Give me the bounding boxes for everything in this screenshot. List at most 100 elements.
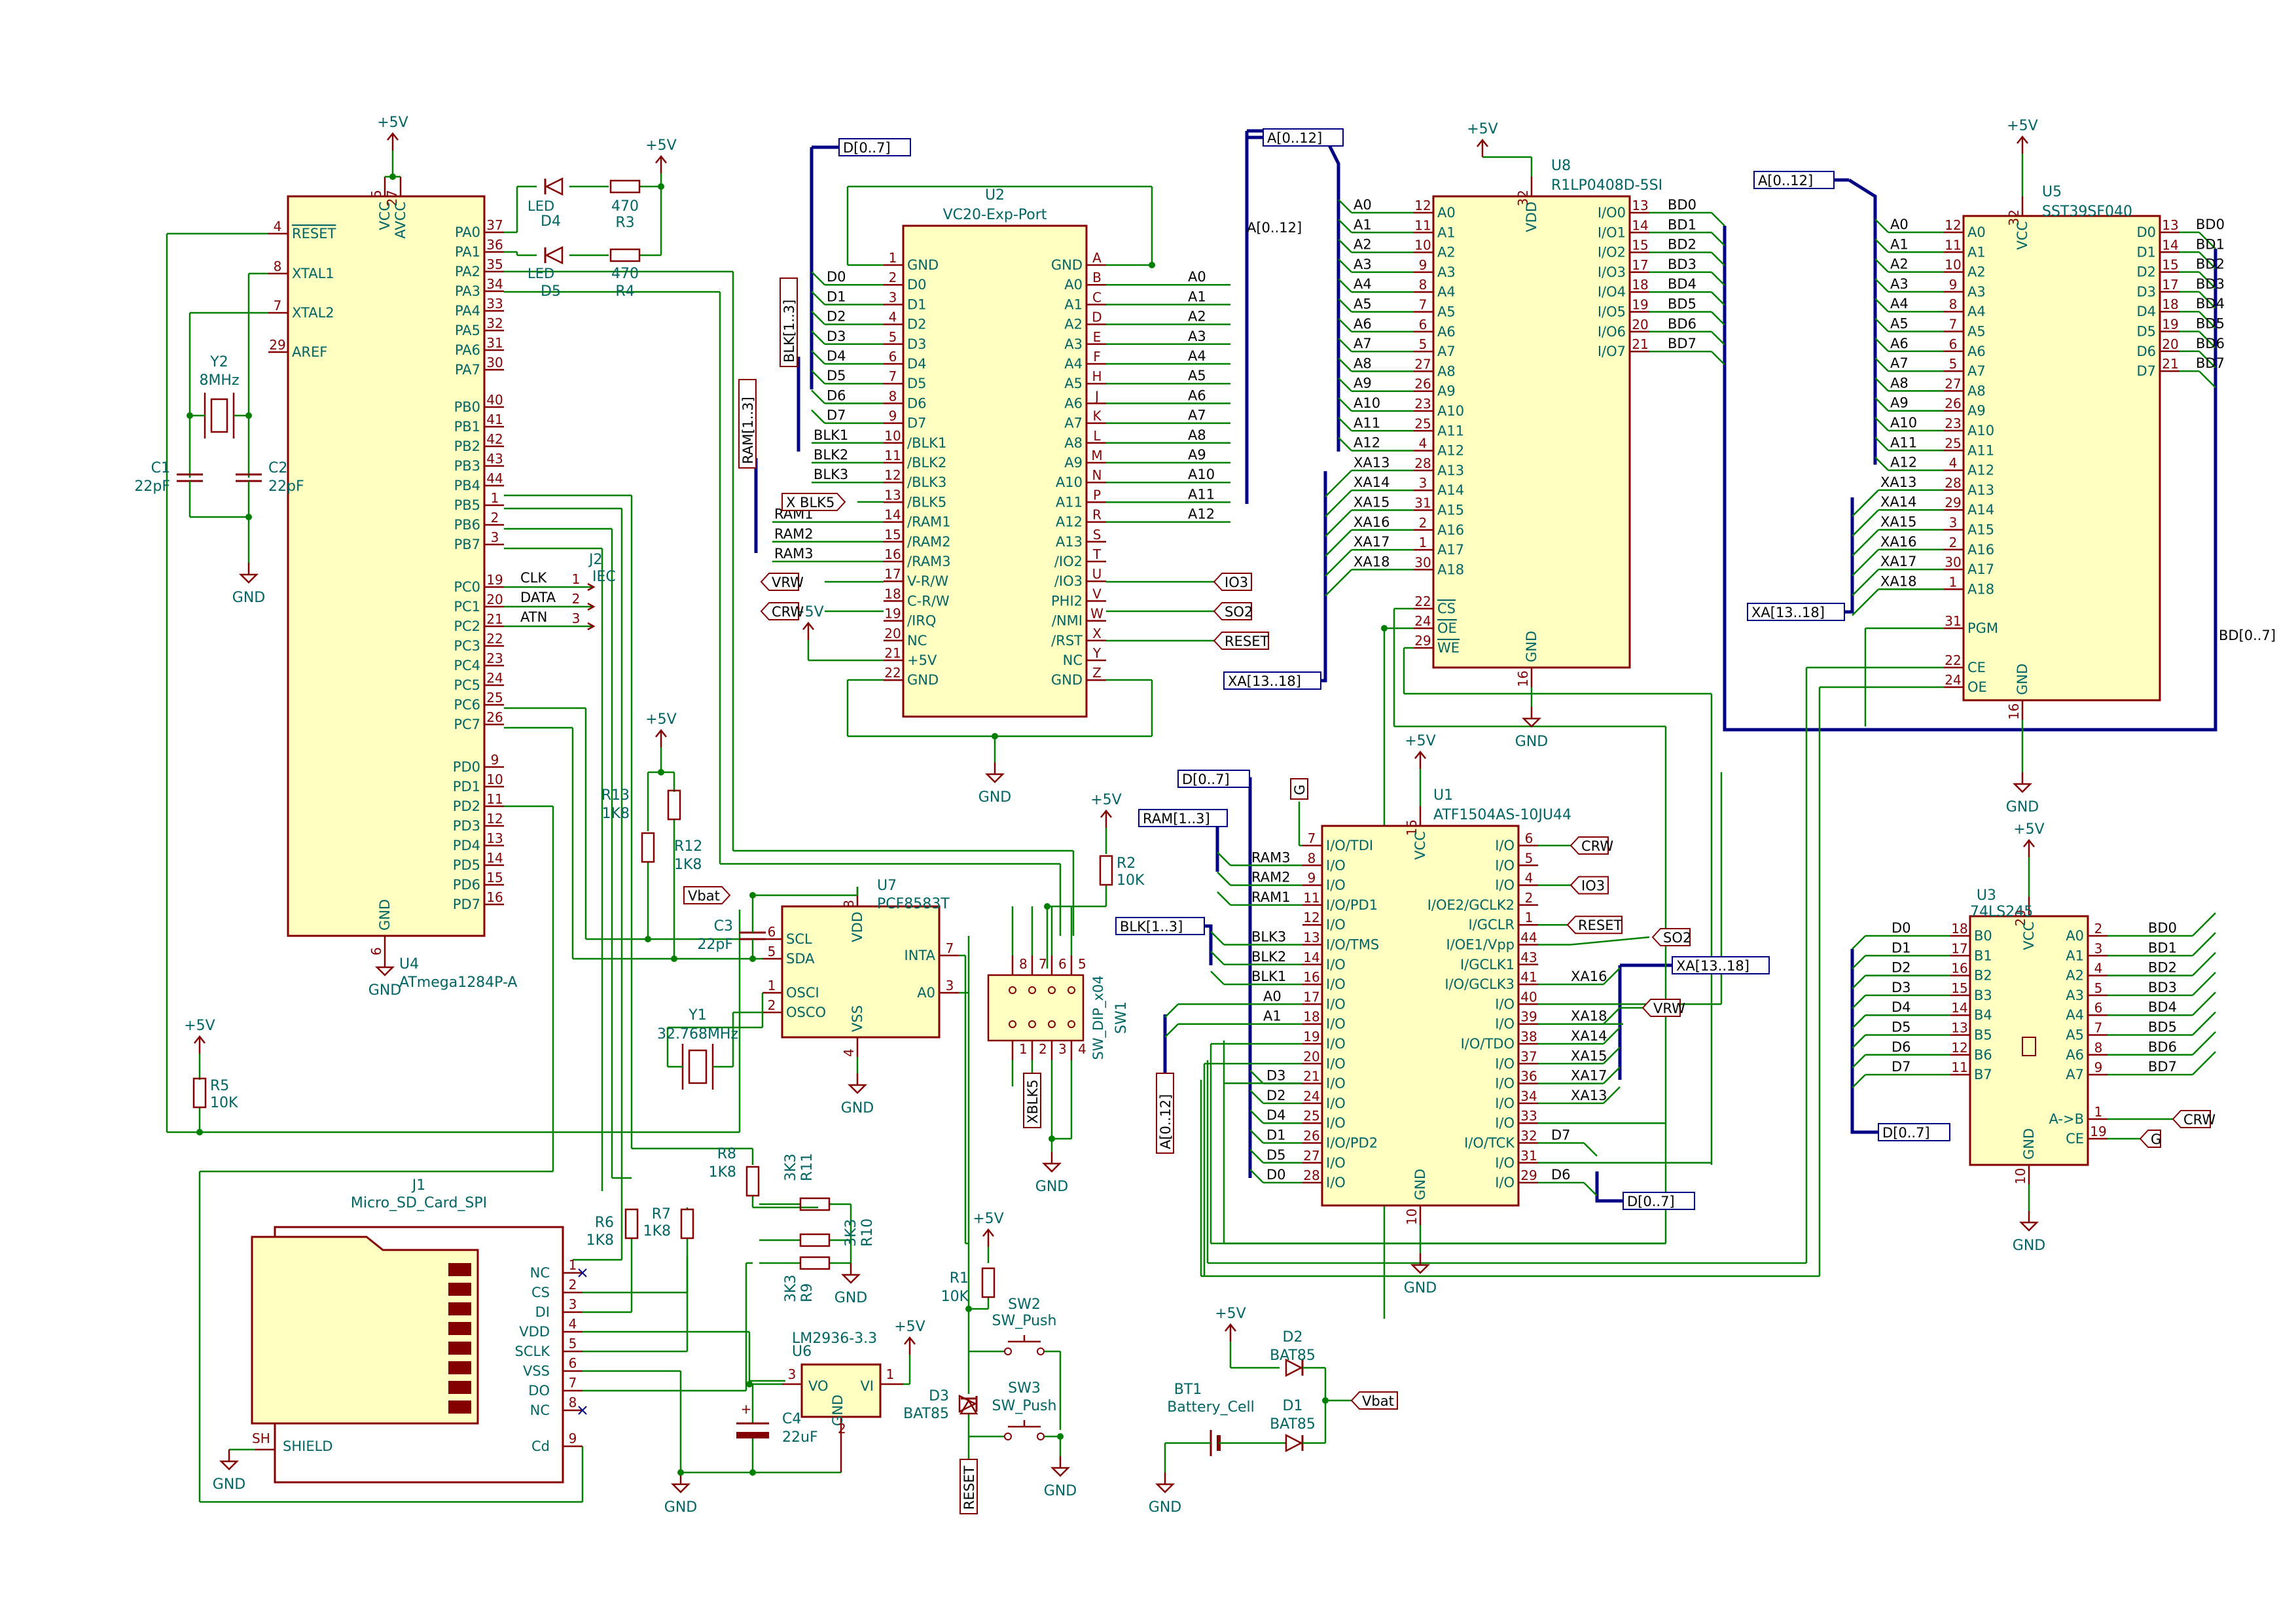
net-label: XA17 xyxy=(1880,554,1916,569)
junction-dot xyxy=(187,412,193,419)
pin-number: S xyxy=(1093,527,1102,543)
wire xyxy=(1164,1023,1179,1038)
global-label-text: IO3 xyxy=(1581,878,1605,894)
pin-number: 15 xyxy=(2162,257,2178,273)
crystal-ref: Y2 xyxy=(209,354,228,370)
global-label-vertical xyxy=(1023,1073,1041,1128)
net-label: A6 xyxy=(1188,387,1206,403)
pin-number: 29 xyxy=(1414,633,1431,649)
pin-number: 19 xyxy=(1303,1029,1319,1044)
pin-name: PA3 xyxy=(455,283,480,299)
pin-name: A13 xyxy=(1437,463,1464,478)
global-label-vertical xyxy=(738,379,757,469)
pin-name: D7 xyxy=(2136,363,2156,379)
pin-number: 6 xyxy=(768,924,776,940)
pin-number: K xyxy=(1092,408,1102,424)
pin-number: 6 xyxy=(1058,956,1067,972)
pin-name: I/GCLK1 xyxy=(1460,957,1515,972)
ic-ref: U5 xyxy=(2042,184,2062,200)
resistor-ref: R10 xyxy=(859,1219,876,1247)
pin-number: 29 xyxy=(269,337,285,353)
pin-number: 23 xyxy=(486,651,503,666)
power-label: +5V xyxy=(1467,121,1498,137)
pin-number: 26 xyxy=(486,709,503,725)
pin-number: 15 xyxy=(1632,238,1648,253)
pin-number: 44 xyxy=(1520,930,1537,946)
pin-name: XTAL2 xyxy=(292,305,334,321)
pin-name: /IO2 xyxy=(1054,554,1083,569)
pin-number: 3 xyxy=(1419,475,1427,491)
pin-name: A7 xyxy=(1967,363,1986,379)
pin-number: 3 xyxy=(491,529,499,545)
pin-name: D5 xyxy=(2136,324,2156,340)
pin-number: V xyxy=(1092,586,1102,601)
pin-name: VDD xyxy=(850,912,865,942)
junction-dot xyxy=(749,1469,756,1476)
capacitor-value: 22pF xyxy=(268,478,304,495)
pin-number: 8 xyxy=(569,1395,577,1410)
pin-number: 21 xyxy=(486,611,503,627)
pin-number: 1 xyxy=(889,250,897,266)
resistor-body xyxy=(624,1208,639,1240)
pin-number: 2 xyxy=(1419,515,1427,531)
pin-name: PD2 xyxy=(453,798,480,814)
pin-number: 1 xyxy=(569,1257,577,1273)
resistor-body xyxy=(745,1166,760,1197)
pin-number: 25 xyxy=(1303,1108,1319,1124)
resistor-value: 3K3 xyxy=(783,1154,799,1181)
net-label: D3 xyxy=(1892,980,1911,995)
ground-symbol xyxy=(238,573,259,584)
pin-number: 10 xyxy=(2013,1168,2028,1185)
pin-name: /BLK2 xyxy=(907,455,946,471)
pin-name: A5 xyxy=(1967,324,1986,340)
junction-dot xyxy=(746,1381,753,1387)
pin-number: 26 xyxy=(1303,1128,1319,1144)
pin-name: GND xyxy=(1412,1169,1428,1200)
ground-label: GND xyxy=(841,1100,874,1116)
pin-name: I/O/TDI xyxy=(1326,838,1373,853)
ic-value: LM2936-3.3 xyxy=(792,1330,877,1347)
wire xyxy=(1583,1182,1598,1196)
pin-number: 9 xyxy=(569,1431,577,1446)
wire xyxy=(1338,338,1352,352)
pin-name: NC xyxy=(1063,652,1083,668)
dip-switch-value: SW_DIP_x04 xyxy=(1090,975,1107,1060)
net-label: A12 xyxy=(1890,455,1917,471)
bus-label-text: A[0..12] xyxy=(1267,130,1322,146)
resistor-body xyxy=(609,179,641,194)
pin-number: 43 xyxy=(1520,950,1537,965)
resistor-value: 10K xyxy=(210,1095,238,1111)
pin-number: 1 xyxy=(1419,535,1427,550)
wire xyxy=(1874,337,1889,352)
pin-name: VCC xyxy=(2015,221,2030,250)
net-label: BLK3 xyxy=(1251,929,1286,945)
pin-number: 16 xyxy=(1303,969,1319,985)
pin-name: NC xyxy=(530,1265,550,1281)
net-label: XA16 xyxy=(1880,534,1916,550)
wire xyxy=(2192,1011,2216,1036)
global-label-text: CRW xyxy=(2183,1112,2215,1128)
wire xyxy=(1338,238,1352,253)
pin-number: 3 xyxy=(946,978,954,993)
u2-body xyxy=(902,224,1088,718)
pin-number: 20 xyxy=(1632,317,1648,332)
pin-number: 40 xyxy=(1520,989,1537,1005)
pin-number: 18 xyxy=(884,586,901,601)
pin-number: 18 xyxy=(1951,921,1967,936)
net-label: D2 xyxy=(1892,960,1911,976)
global-label-vertical xyxy=(780,277,798,367)
ground-label: GND xyxy=(978,789,1011,806)
net-label: XA15 xyxy=(1354,495,1390,510)
diode-value: BAT85 xyxy=(1270,1416,1316,1433)
crystal-value: 32.768MHz xyxy=(657,1026,738,1043)
pin-number: 3 xyxy=(569,1296,577,1312)
pin-number: 4 xyxy=(1078,1041,1086,1057)
pin-number: 21 xyxy=(2162,356,2178,372)
pin-number: 42 xyxy=(486,431,503,447)
pin-name: A6 xyxy=(2066,1047,2084,1063)
resistor-body xyxy=(1099,855,1113,886)
pin-name: PA1 xyxy=(455,244,480,260)
pin-name: I/O xyxy=(1495,996,1515,1012)
resistor-value: 470 xyxy=(611,198,639,215)
